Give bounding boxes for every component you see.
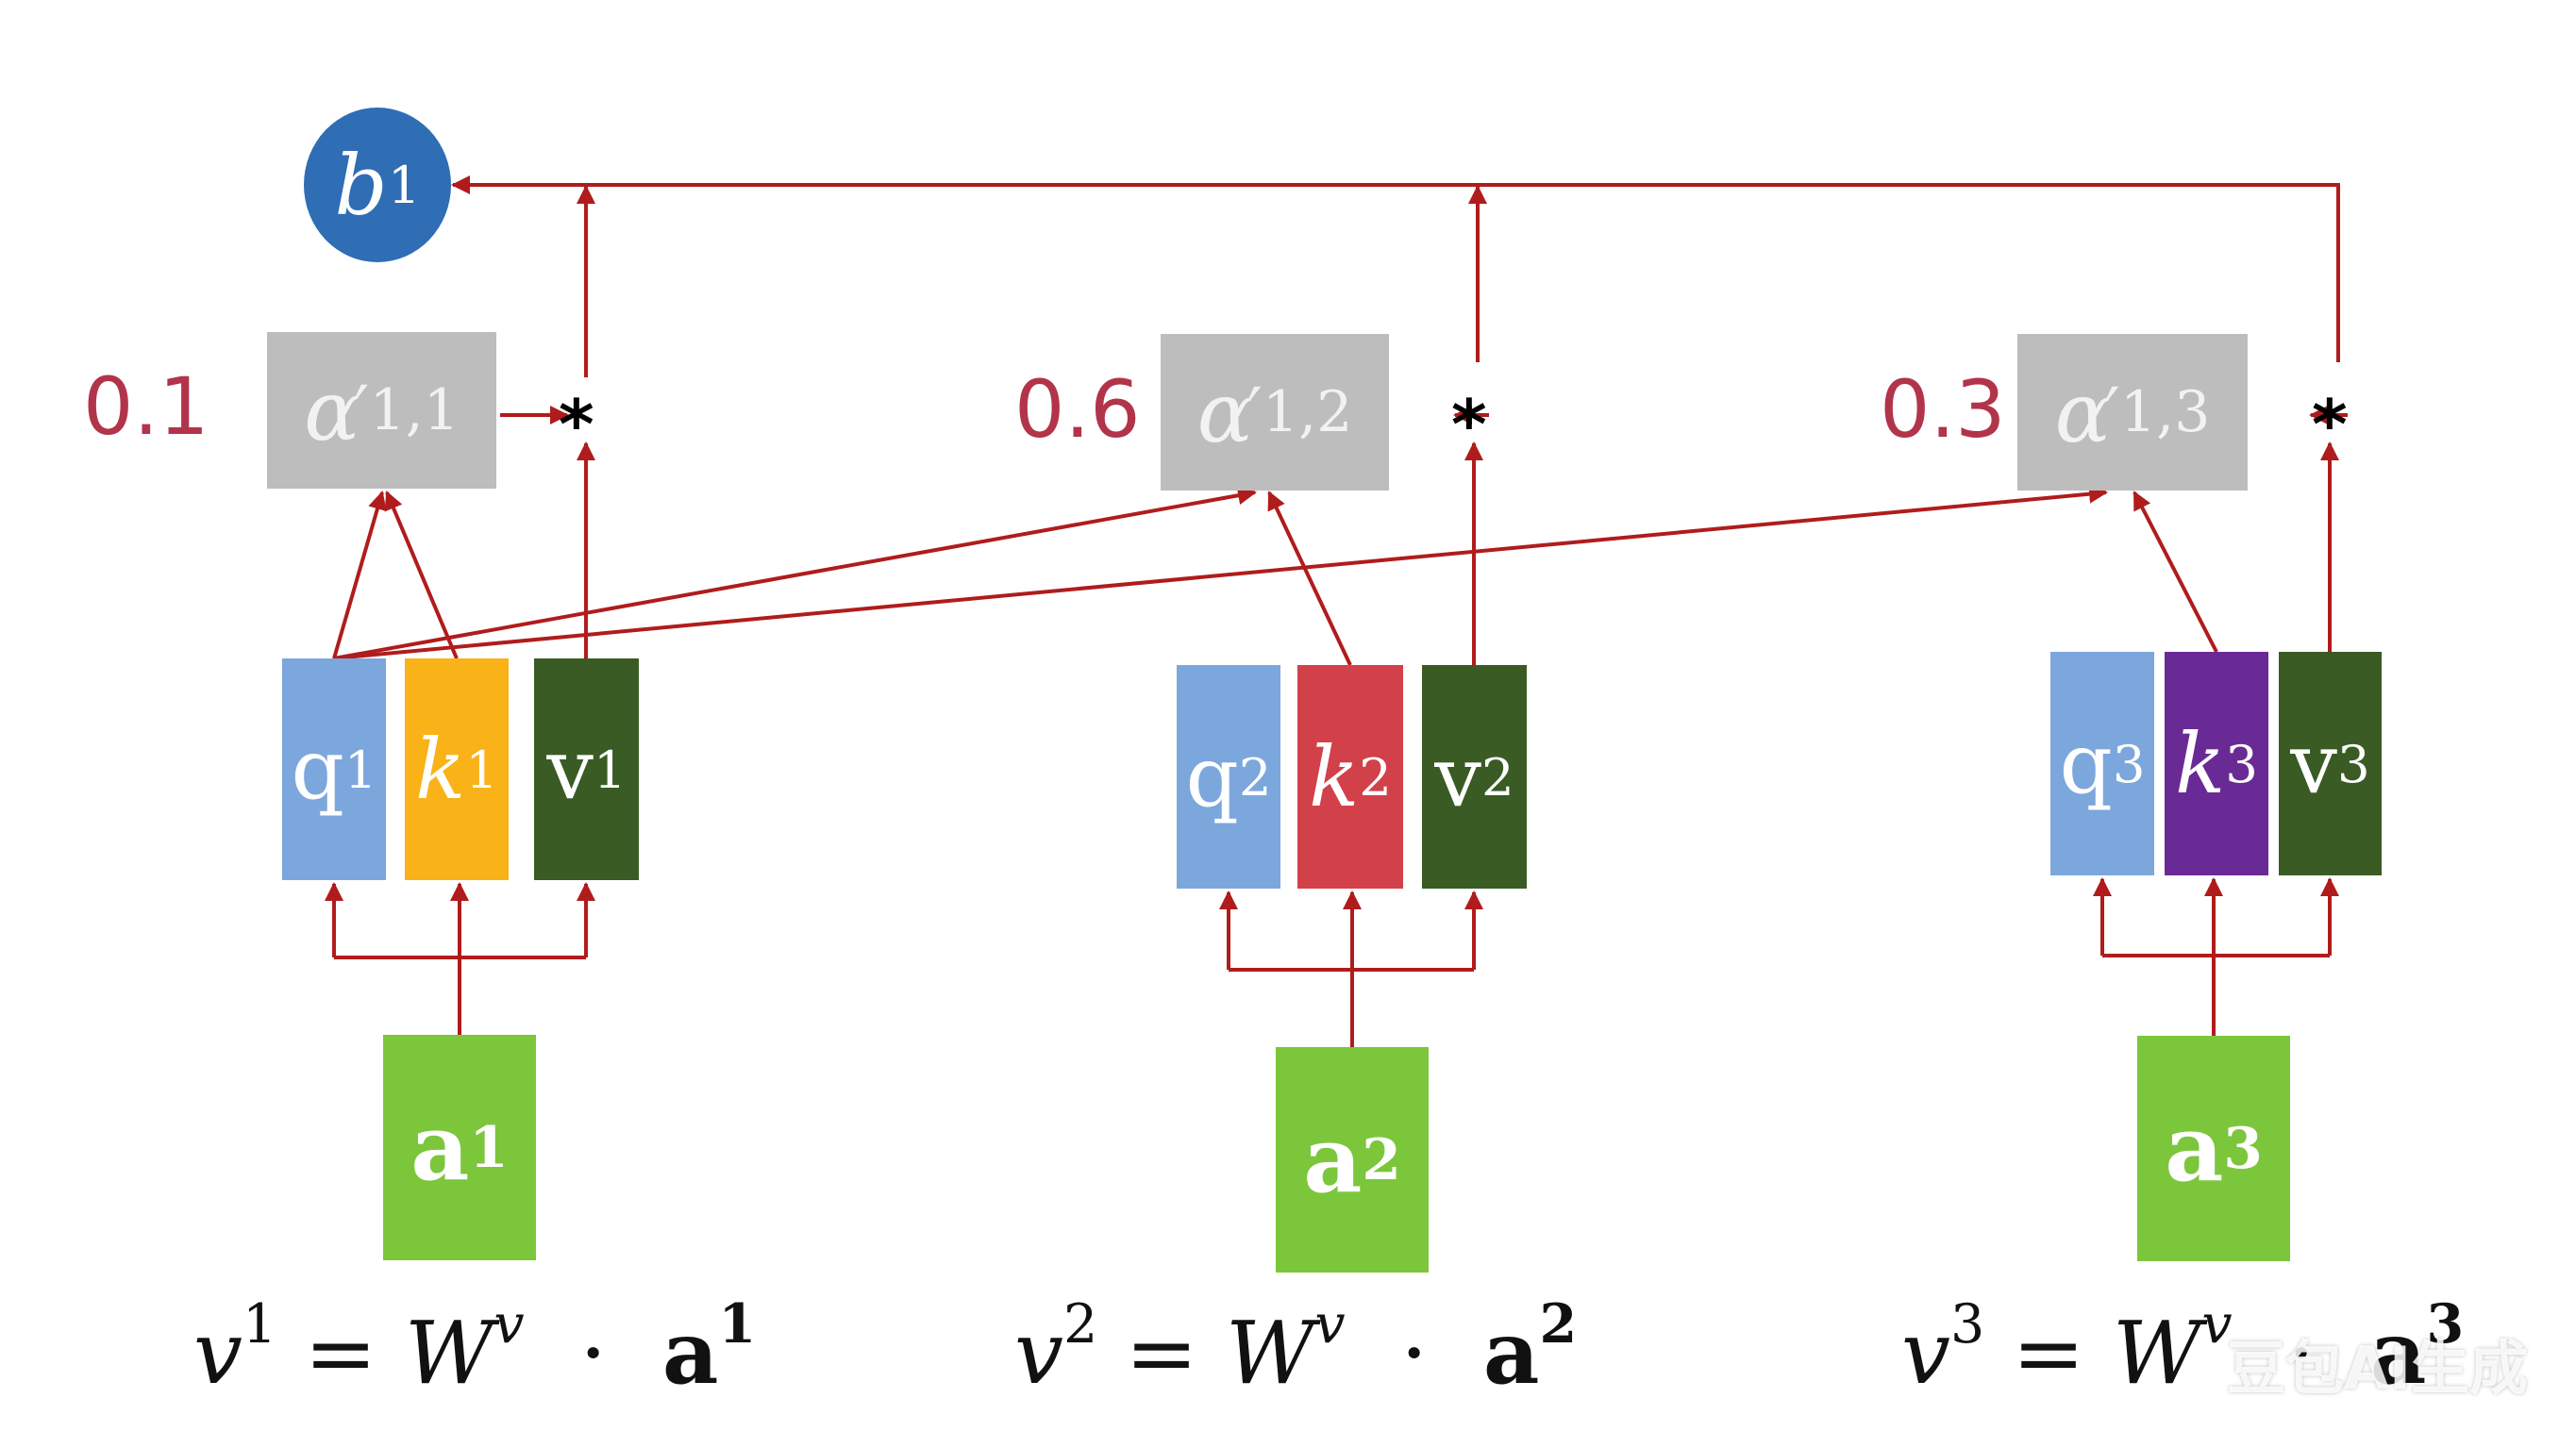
eq-dot: · [1345,1303,1483,1404]
weight-3: 0.3 [1880,363,2006,456]
eq-rhs-sup: 2 [1539,1292,1578,1356]
connector-arrow-22 [384,491,459,659]
eq-lhs-sup: 1 [242,1293,277,1356]
eq-rhs: a [1482,1302,1540,1404]
alpha-1-2-box: α′1,2 [1161,334,1389,491]
multiply-1: * [559,385,594,464]
eq-equals: = [1097,1303,1226,1404]
eq-rhs: a [2369,1302,2427,1404]
alpha-prime: ′ [1247,374,1263,451]
equation-3: v3 = Wv · a3 [1901,1297,2464,1404]
eq-lhs-sup: 3 [1949,1293,1985,1356]
connector-arrow-21 [332,491,387,659]
eq-equals: = [1984,1303,2113,1404]
a-label: a [2165,1095,2224,1202]
connector-arrow-24 [1267,491,1352,666]
k-label: k [414,721,466,818]
eq-w-sup: v [1314,1293,1346,1356]
alpha-symbol: α [1196,363,1254,461]
a-label: a [1303,1107,1363,1213]
eq-lhs: v [193,1303,243,1404]
q-label: q [291,721,344,818]
connector-arrow-26 [2133,491,2218,653]
alpha-1-1-box: α′1,1 [267,332,496,489]
connector-arrow-23 [333,486,1257,660]
k-label: k [2174,715,2226,812]
a-label: a [410,1094,470,1201]
equation-2: v2 = Wv · a2 [1014,1297,1577,1404]
watermark: 豆包AI生成 [2227,1334,2529,1403]
v-label: v [546,721,594,818]
eq-lhs-sup: 2 [1062,1293,1098,1356]
v-label: v [2290,715,2337,812]
eq-w: W [2112,1303,2202,1404]
eq-dot: · [524,1303,662,1404]
eq-rhs: a [661,1302,719,1404]
multiply-2: * [1451,385,1487,464]
alpha-symbol: α [304,361,360,459]
eq-w: W [404,1303,494,1404]
weight-1: 0.1 [83,360,209,453]
alpha-sub: 1,2 [1262,379,1353,445]
equation-1: v1 = Wv · a1 [193,1297,756,1404]
alpha-symbol: α [2054,363,2112,461]
weight-2: 0.6 [1014,363,1141,456]
connector-arrow-29 [451,175,2340,362]
eq-w-sup: v [493,1293,525,1356]
q-label: q [2059,715,2113,812]
eq-rhs-sup: 1 [718,1292,757,1356]
eq-dot: · [2232,1303,2370,1404]
eq-lhs: v [1014,1303,1063,1404]
multiply-3: * [2312,385,2348,464]
alpha-sub: 1,1 [369,377,460,443]
output-label: b [334,136,388,234]
k-label: k [1308,728,1360,825]
eq-equals: = [276,1303,405,1404]
q-label: q [1185,728,1239,825]
eq-w-sup: v [2201,1293,2233,1356]
eq-rhs-sup: 3 [2426,1292,2465,1356]
alpha-prime: ′ [354,372,370,449]
alpha-prime: ′ [2105,374,2120,451]
v-label: v [1434,728,1481,825]
connector-arrow-25 [333,484,2108,660]
eq-w: W [1225,1303,1315,1404]
alpha-1-3-box: α′1,3 [2017,334,2248,491]
alpha-sub: 1,3 [2119,379,2211,445]
eq-lhs: v [1901,1303,1950,1404]
